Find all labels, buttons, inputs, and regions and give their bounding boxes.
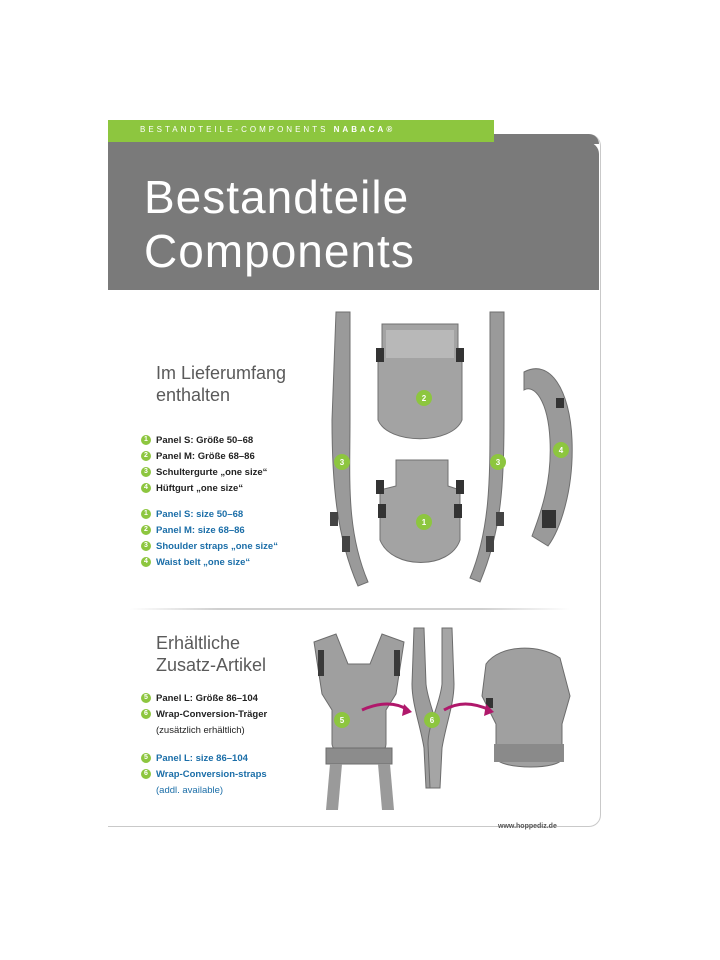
svg-text:2: 2 xyxy=(422,394,427,403)
converted-carrier-illustration xyxy=(481,647,571,768)
brand-bar: BESTANDTEILE-COMPONENTS NABACA® xyxy=(108,120,494,142)
footer-url: www.hoppediz.de xyxy=(498,823,557,830)
arrow-right-icon xyxy=(361,702,412,716)
brand-label: BESTANDTEILE-COMPONENTS NABACA® xyxy=(140,125,396,134)
arrow-right-icon xyxy=(443,702,494,716)
title-en: Components xyxy=(144,225,415,277)
components-illustration: 1 2 3 3 4 xyxy=(330,311,573,587)
panel-m-illustration xyxy=(376,323,464,440)
list-note: (addl. available) xyxy=(156,784,224,796)
title-de: Bestandteile xyxy=(144,171,410,223)
badge-3-right: 3 xyxy=(490,454,506,470)
badge-5: 5 xyxy=(334,712,350,728)
list-note: (zusätzlich erhältlich) xyxy=(156,724,245,736)
header-tab xyxy=(494,134,599,144)
svg-text:6: 6 xyxy=(430,716,435,725)
svg-text:5: 5 xyxy=(340,716,345,725)
section-divider xyxy=(130,608,570,610)
section-included-title: Im Lieferumfang enthalten xyxy=(156,363,287,405)
badge-4: 4 xyxy=(553,442,569,458)
wrap-conversion-straps-illustration xyxy=(411,627,455,789)
badge-6: 6 xyxy=(424,712,440,728)
svg-text:4: 4 xyxy=(559,446,564,455)
badge-3-left: 3 xyxy=(334,454,350,470)
panel-l-carrier-illustration xyxy=(313,633,405,810)
svg-text:3: 3 xyxy=(340,458,345,467)
shoulder-strap-left-illustration xyxy=(330,311,369,587)
svg-text:1: 1 xyxy=(422,518,427,527)
svg-text:3: 3 xyxy=(496,458,501,467)
section-optional-title: Erhältliche Zusatz-Artikel xyxy=(156,633,267,675)
panel-s-illustration xyxy=(376,459,464,563)
badge-1: 1 xyxy=(416,514,432,530)
title-banner: Bestandteile Components xyxy=(108,142,599,290)
badge-2: 2 xyxy=(416,390,432,406)
shoulder-strap-right-illustration xyxy=(469,311,505,583)
waist-belt-illustration xyxy=(523,368,573,547)
accessories-illustration: 5 6 xyxy=(313,627,571,810)
